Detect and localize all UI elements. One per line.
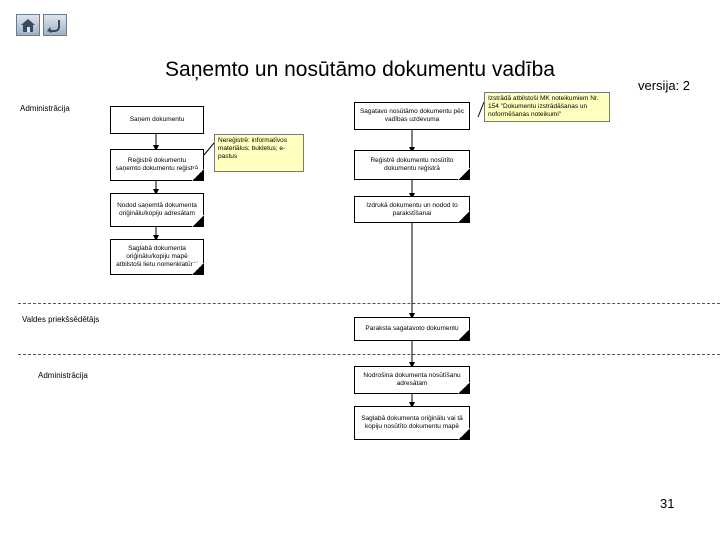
document-fold-icon: [192, 263, 204, 275]
home-icon[interactable]: [16, 14, 40, 36]
lane-divider: [18, 303, 720, 304]
note-not-registered: Nereģistrē: informatīvos materiālus; buk…: [214, 134, 304, 172]
document-fold-icon: [192, 169, 204, 181]
version-label: versija: 2: [638, 78, 691, 93]
step-print-and-submit: Izdrukā dokumentu un nodod to parakstīša…: [354, 196, 470, 223]
lane-label-board-chairman: Valdes priekšsēdētājs: [22, 315, 100, 324]
step-send-to-addressee: Nodrošina dokumenta nosūtīšanu adresātam: [354, 366, 470, 394]
page-number: 31: [660, 496, 675, 511]
step-receive-document: Saņem dokumentu: [110, 106, 204, 134]
step-register-sent: Reģistrē dokumentu nosūtīto dokumentu re…: [354, 150, 470, 180]
lane-label-administration-bottom: Administrācija: [38, 371, 88, 380]
document-fold-icon: [458, 382, 470, 394]
back-arrow-icon[interactable]: [43, 14, 67, 36]
document-fold-icon: [458, 211, 470, 223]
step-register-received: Reģistrē dokumentu saņemto dokumentu reģ…: [110, 149, 204, 181]
step-hand-to-addressee: Nodod saņemtā dokumenta oriģinālu/kopiju…: [110, 193, 204, 227]
step-sign-document: Paraksta sagatavoto dokumentu: [354, 317, 470, 341]
document-fold-icon: [458, 428, 470, 440]
note-mk-regulation: Izstrādā atbilstoši MK noteikumiem Nr. 1…: [484, 92, 610, 122]
page-title: Saņemto un nosūtāmo dokumentu vadība: [165, 58, 555, 81]
step-file-sent-copy: Saglabā dokumenta oriģinālu vai tā kopij…: [354, 406, 470, 440]
step-file-in-folder: Saglabā dokumenta oriģinālu/kopiju mapē …: [110, 239, 204, 275]
step-prepare-outgoing: Sagatavo nosūtāmo dokumentu pēc vadības …: [354, 102, 470, 130]
document-fold-icon: [458, 168, 470, 180]
document-fold-icon: [192, 215, 204, 227]
document-fold-icon: [458, 329, 470, 341]
lane-label-administration-top: Administrācija: [20, 104, 70, 113]
lane-divider: [18, 354, 720, 355]
